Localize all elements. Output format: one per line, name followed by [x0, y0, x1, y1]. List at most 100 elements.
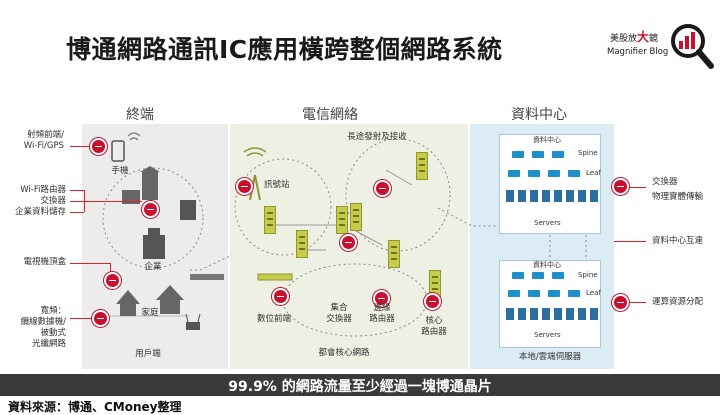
source-note: 資料來源：博通、CMoney整理 [8, 400, 182, 414]
server-rack [542, 190, 550, 202]
server-tower [350, 203, 362, 231]
leaf-switch [548, 290, 560, 297]
section-datacenter: 資料中心 [511, 107, 567, 123]
connector-line [70, 201, 84, 202]
label-spine-top: Spine [578, 149, 598, 157]
label-aggregation-switch: 集合 交換器 [319, 303, 359, 325]
label-aggregation-line2: 交換器 [326, 314, 352, 324]
label-rf-line1: 射頻前端/ [27, 130, 64, 140]
label-base-station: 訊號站 [264, 180, 290, 190]
connector-line [70, 190, 84, 191]
label-leaf-bottom: Leaf [586, 289, 601, 297]
label-compute-allocation: 運算資源分配 [652, 297, 704, 307]
server-rack [590, 308, 598, 320]
server-rack [518, 308, 526, 320]
spine-switch [552, 272, 564, 279]
logo-post: 鏡 [649, 34, 659, 44]
chip-icon [340, 234, 357, 251]
server-tower [336, 206, 348, 234]
server-tower [416, 152, 428, 180]
server-rack [578, 190, 586, 202]
server-rack [530, 308, 538, 320]
label-rf-frontend: 射頻前端/ Wi-Fi/GPS [4, 130, 64, 152]
label-enterprise: 企業 [144, 262, 162, 272]
datacenter-top-box [499, 134, 601, 234]
section-endpoint: 終端 [126, 107, 154, 123]
label-home: 家庭 [141, 308, 159, 318]
label-physical-transport: 物理實體傳輸 [652, 192, 704, 202]
label-edge-router: 邊緣 路由器 [362, 303, 402, 325]
logo-pre: 美股放 [610, 34, 638, 44]
label-spine-bottom: Spine [578, 271, 598, 279]
connector-line [614, 241, 646, 242]
connector-line [70, 318, 92, 319]
label-long-range: 長途發射及接收 [347, 132, 407, 142]
footer-banner [0, 374, 720, 396]
logo-big: 大 [637, 30, 650, 44]
label-dc-bottom: 資料中心 [533, 261, 561, 269]
label-broadband-line2: 纜線數據機/ [20, 317, 66, 327]
label-servers-bottom: Servers [534, 331, 561, 339]
brand-logo: 美股放大鏡 Magnifier Blog [604, 20, 716, 74]
server-tower [264, 206, 276, 234]
leaf-switch [508, 290, 520, 297]
server-rack [566, 308, 574, 320]
label-user-end: 用戶端 [135, 349, 161, 359]
server-tower [296, 230, 308, 258]
label-switch-right: 交換器 [652, 177, 678, 187]
spine-switch [532, 151, 544, 158]
label-dc-top: 資料中心 [533, 136, 561, 144]
server-rack [554, 190, 562, 202]
label-servers-top: Servers [534, 219, 561, 227]
label-enterprise-storage: 企業資料儲存 [14, 207, 66, 217]
label-broadband: 寬頻： 纜線數據機/ 被動式 光纖網路 [0, 306, 66, 350]
leaf-switch [508, 170, 520, 177]
spine-switch [532, 272, 544, 279]
server-rack [566, 190, 574, 202]
leaf-switch [528, 290, 540, 297]
label-core-router: 核心 路由器 [414, 316, 454, 338]
connector-line [626, 302, 646, 303]
server-rack [518, 190, 526, 202]
label-switch-left: 交換器 [40, 196, 66, 206]
logo-chinese: 美股放大鏡 [610, 28, 658, 45]
chip-icon [612, 294, 629, 311]
spine-switch [552, 151, 564, 158]
server-rack [506, 190, 514, 202]
label-core-line2: 路由器 [421, 327, 447, 337]
server-rack [506, 308, 514, 320]
section-telecom: 電信網絡 [302, 107, 358, 123]
chip-icon [236, 178, 253, 195]
server-tower [388, 240, 400, 268]
label-local-cloud: 本地/雲端伺服器 [518, 352, 582, 362]
chip-icon [373, 290, 390, 307]
leaf-switch [528, 170, 540, 177]
connector-line [84, 201, 142, 202]
connector-line [70, 212, 84, 213]
label-edge-line1: 邊緣 [373, 303, 391, 313]
chip-icon [424, 293, 441, 310]
connector-line [626, 187, 646, 188]
label-broadband-line3: 被動式 [40, 328, 66, 338]
chip-icon [272, 288, 289, 305]
server-rack [590, 190, 598, 202]
leaf-switch [568, 170, 580, 177]
chip-icon [104, 272, 121, 289]
server-rack [542, 308, 550, 320]
leaf-switch [568, 290, 580, 297]
label-broadband-line1: 寬頻： [40, 306, 66, 316]
label-core-line1: 核心 [425, 316, 443, 326]
label-digital-frontend: 數位前端 [256, 314, 291, 324]
connector-line [110, 263, 111, 277]
chip-icon [374, 180, 391, 197]
label-leaf-top: Leaf [586, 169, 601, 177]
connector-line [70, 263, 110, 264]
server-rack [578, 308, 586, 320]
chip-icon [90, 138, 107, 155]
server-rack [530, 190, 538, 202]
footer-text: 99.9% 的網路流量至少經過一塊博通晶片 [228, 379, 492, 395]
label-edge-line2: 路由器 [369, 314, 395, 324]
label-broadband-line4: 光纖網路 [31, 339, 66, 349]
spine-switch [512, 272, 524, 279]
